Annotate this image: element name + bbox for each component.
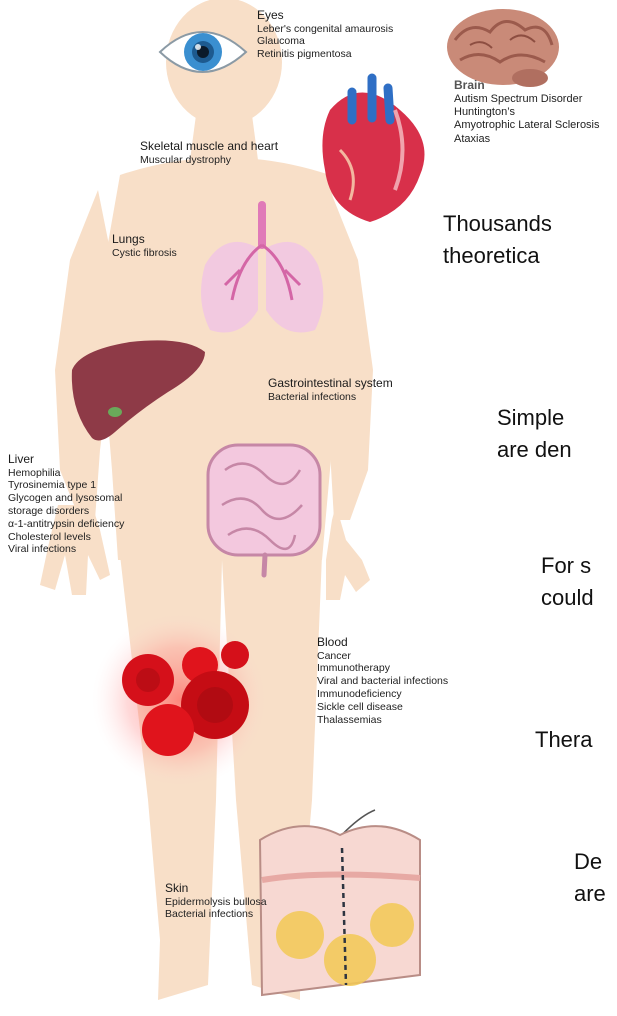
statement-thousands: Thousands theoretica	[443, 208, 552, 272]
blood-item: Cancer	[317, 650, 448, 663]
gi-title: Gastrointestinal system	[268, 376, 393, 391]
brain-label: Brain Autism Spectrum Disorder Huntingto…	[454, 78, 600, 146]
statement-line: Simple	[497, 402, 572, 434]
liver-item: storage disorders	[8, 505, 124, 518]
liver-item: α-1-antitrypsin deficiency	[8, 518, 124, 531]
lungs-item: Cystic fibrosis	[112, 247, 177, 260]
brain-item: Huntington’s	[454, 106, 600, 119]
lungs-title: Lungs	[112, 232, 177, 247]
liver-item: Viral infections	[8, 543, 124, 556]
liver-item: Cholesterol levels	[8, 531, 124, 544]
blood-item: Immunotherapy	[317, 662, 448, 675]
liver-label: Liver Hemophilia Tyrosinemia type 1 Glyc…	[8, 452, 124, 556]
statement-line: are	[574, 878, 606, 910]
skin-title: Skin	[165, 881, 267, 896]
statement-line: theoretica	[443, 240, 552, 272]
skin-cross-section-icon	[260, 810, 420, 995]
eyes-item: Retinitis pigmentosa	[257, 48, 393, 61]
statement-line: could	[541, 582, 594, 614]
statement-de: De are	[574, 846, 606, 910]
gastrointestinal-label: Gastrointestinal system Bacterial infect…	[268, 376, 393, 403]
brain-item: Ataxias	[454, 133, 600, 146]
blood-item: Viral and bacterial infections	[317, 675, 448, 688]
gi-item: Bacterial infections	[268, 391, 393, 404]
blood-item: Sickle cell disease	[317, 701, 448, 714]
blood-label: Blood Cancer Immunotherapy Viral and bac…	[317, 635, 448, 726]
eyes-label: Eyes Leber's congenital amaurosis Glauco…	[257, 8, 393, 61]
blood-cells-icon	[92, 612, 268, 788]
skin-item: Bacterial infections	[165, 908, 267, 921]
eyes-item: Glaucoma	[257, 35, 393, 48]
blood-title: Blood	[317, 635, 448, 650]
statement-line: Thera	[535, 724, 592, 756]
liver-title: Liver	[8, 452, 124, 467]
statement-line: Thousands	[443, 208, 552, 240]
blood-item: Immunodeficiency	[317, 688, 448, 701]
skin-item: Epidermolysis bullosa	[165, 896, 267, 909]
skeletal-muscle-heart-label: Skeletal muscle and heart Muscular dystr…	[140, 139, 278, 166]
skeletal-title: Skeletal muscle and heart	[140, 139, 278, 154]
skeletal-item: Muscular dystrophy	[140, 154, 278, 167]
statement-line: De	[574, 846, 606, 878]
liver-item: Tyrosinemia type 1	[8, 479, 124, 492]
brain-item: Autism Spectrum Disorder	[454, 93, 600, 106]
statement-line: For s	[541, 550, 594, 582]
eyes-title: Eyes	[257, 8, 393, 23]
statement-for: For s could	[541, 550, 594, 614]
blood-item: Thalassemias	[317, 714, 448, 727]
heart-icon	[322, 78, 424, 222]
brain-title: Brain	[454, 78, 600, 93]
brain-icon	[447, 9, 559, 87]
liver-item: Hemophilia	[8, 467, 124, 480]
eyes-item: Leber's congenital amaurosis	[257, 23, 393, 36]
statement-simple: Simple are den	[497, 402, 572, 466]
statement-line: are den	[497, 434, 572, 466]
liver-item: Glycogen and lysosomal	[8, 492, 124, 505]
skin-label: Skin Epidermolysis bullosa Bacterial inf…	[165, 881, 267, 921]
brain-item: Amyotrophic Lateral Sclerosis	[454, 119, 600, 132]
statement-thera: Thera	[535, 724, 592, 756]
lungs-label: Lungs Cystic fibrosis	[112, 232, 177, 259]
